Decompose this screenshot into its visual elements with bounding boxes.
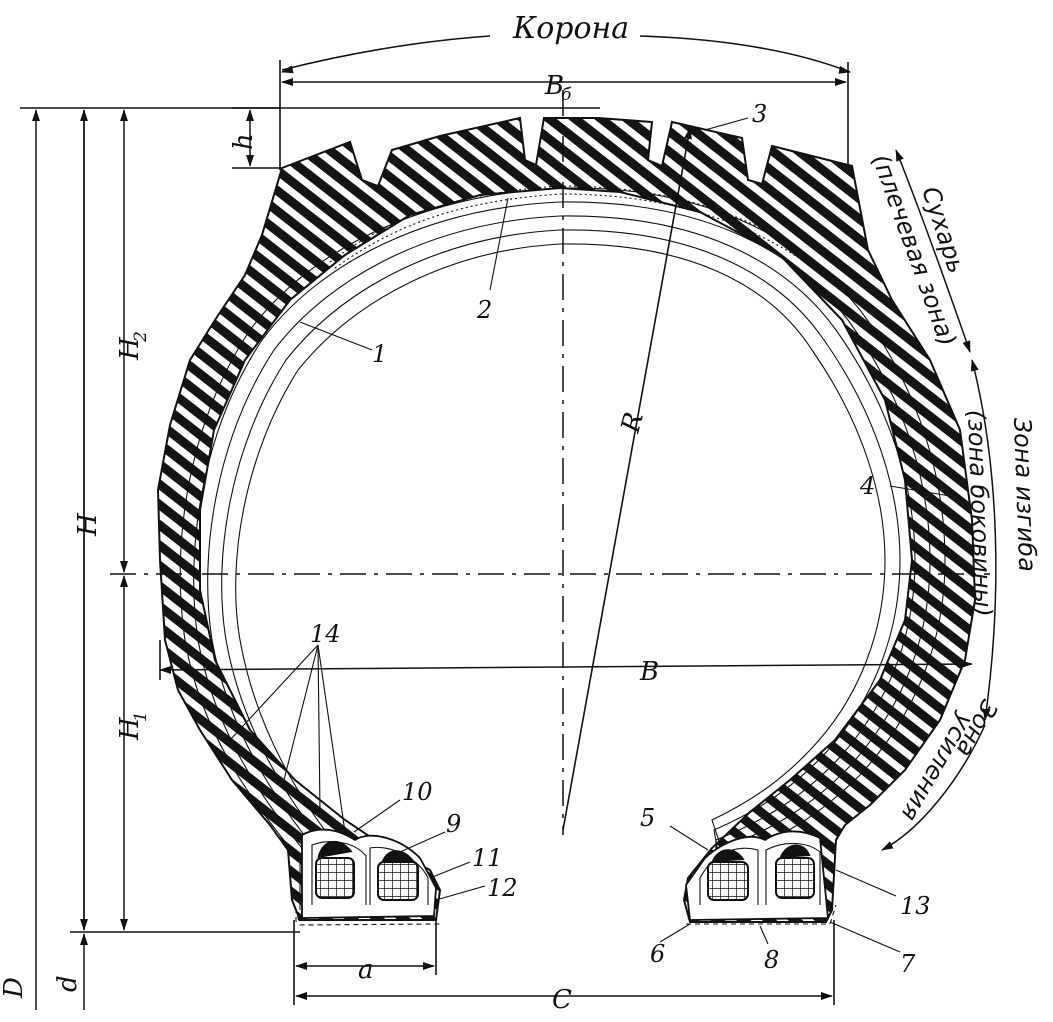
part-number-12: 12 — [487, 874, 518, 902]
part-number-2: 2 — [476, 296, 492, 324]
label-B: B — [639, 657, 659, 687]
label-tread-width-sub: б — [561, 85, 572, 105]
part-number-6: 6 — [650, 940, 665, 968]
part-number-8: 8 — [764, 946, 779, 974]
part-number-13: 13 — [900, 892, 931, 920]
leader-lines — [229, 117, 951, 953]
part-number-5: 5 — [640, 804, 655, 832]
label-H1-sub: 1 — [131, 711, 151, 722]
part-number-9: 9 — [446, 810, 461, 838]
sidewall-zone-arc — [970, 359, 997, 721]
bead-right — [685, 830, 829, 921]
label-d: d — [53, 975, 83, 992]
label-H: H — [73, 512, 103, 537]
radius-line — [562, 127, 692, 831]
crown-dimension — [281, 35, 491, 71]
label-R: R — [616, 409, 650, 437]
bead-core-left-outer — [315, 857, 355, 899]
part-number-1: 1 — [372, 340, 387, 368]
part-number-11: 11 — [472, 844, 503, 872]
part-number-7: 7 — [900, 950, 916, 978]
label-H2: H — [115, 336, 145, 361]
reinforce-zone-arc — [881, 724, 986, 851]
section-width-dimension — [159, 660, 973, 674]
label-crown: Корона — [512, 11, 629, 46]
shoulder-zone-arc — [895, 149, 971, 353]
label-C: C — [552, 985, 572, 1015]
label-tread-width: B — [544, 71, 564, 101]
bead-left — [301, 828, 437, 919]
label-H2-sub: 2 — [131, 331, 151, 343]
part-number-10: 10 — [402, 778, 433, 806]
label-D: D — [0, 977, 29, 999]
tire-rubber-body — [156, 116, 977, 923]
label-H1: H — [115, 716, 145, 741]
bead-core-right-inner — [707, 861, 749, 901]
part-number-14: 14 — [310, 620, 341, 648]
zone-bend: Зона изгиба — [1008, 417, 1041, 572]
carcass-plies — [179, 185, 946, 910]
part-number-4: 4 — [859, 472, 875, 500]
part-number-3: 3 — [752, 100, 767, 128]
label-tread-depth: h — [229, 133, 259, 150]
bead-core-left-inner — [377, 861, 419, 901]
label-a: a — [358, 955, 374, 985]
bead-core-right-outer — [775, 857, 815, 899]
